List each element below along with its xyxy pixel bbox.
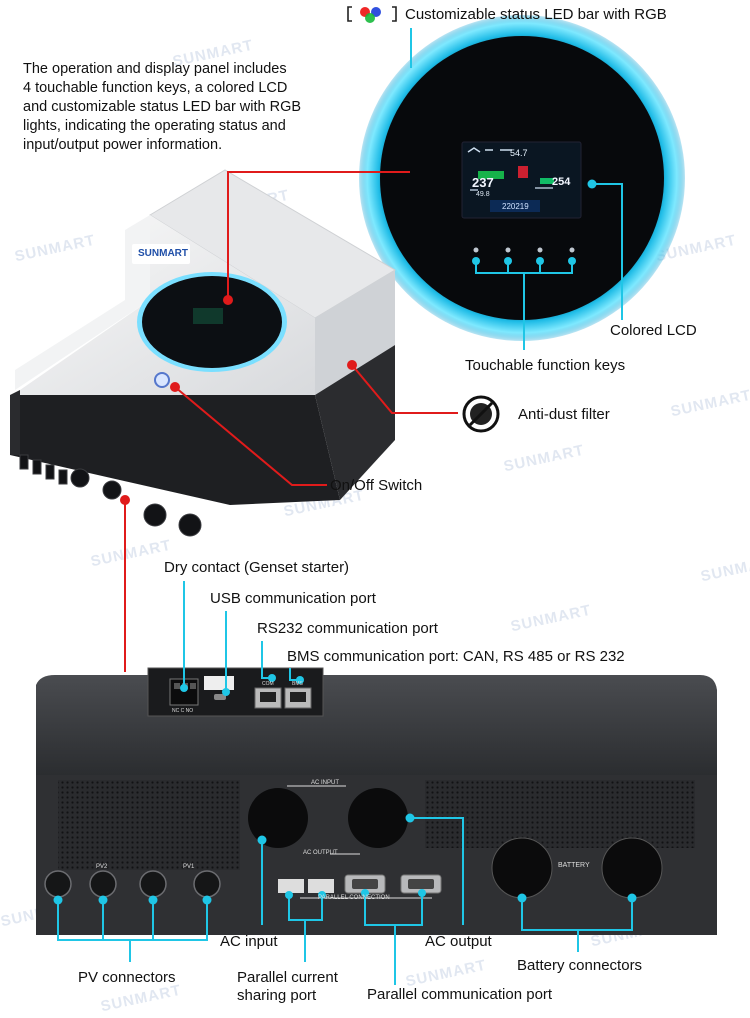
panel-pv2: PV2 xyxy=(96,864,108,870)
intro-paragraph: The operation and display panel includes… xyxy=(23,60,343,155)
intro-line: lights, indicating the operating status … xyxy=(23,118,286,134)
panel-com: COM xyxy=(262,681,274,687)
label-anti-dust: Anti-dust filter xyxy=(518,406,610,423)
label-function-keys: Touchable function keys xyxy=(465,357,626,374)
label-on-off-switch: On/Off Switch xyxy=(330,477,423,494)
anti-dust-icon xyxy=(462,395,500,433)
red-callouts xyxy=(124,171,458,672)
panel-ac-input: AC INPUT xyxy=(311,780,340,786)
label-battery-connectors: Battery connectors xyxy=(517,957,643,974)
label-pv-connectors: PV connectors xyxy=(78,969,176,986)
lcd-top-value: 54.7 xyxy=(510,148,528,158)
lcd-left-small: 49.8 xyxy=(476,191,490,198)
lcd-left-value: 237 xyxy=(472,175,494,190)
lcd-right-value: 254 xyxy=(552,176,571,188)
intro-line: and customizable status LED bar with RGB xyxy=(23,99,302,115)
panel-parallel-connection: PARALLEL CONNECTION xyxy=(318,895,390,901)
intro-line: input/output power information. xyxy=(23,137,223,153)
label-parallel-comm-port: Parallel communication port xyxy=(367,986,553,1003)
label-rs232-port: RS232 communication port xyxy=(257,620,438,637)
panel-pv1: PV1 xyxy=(183,864,195,870)
label-parallel-current: Parallel current xyxy=(237,969,338,986)
bottom-panel-photo xyxy=(36,667,717,935)
label-dry-contact: Dry contact (Genset starter) xyxy=(164,559,350,576)
device-logo: SUNMART xyxy=(138,248,188,259)
inverter-isometric xyxy=(10,169,396,537)
label-bms-port: BMS communication port: CAN, RS 485 or R… xyxy=(287,648,625,665)
panel-bms: BMS xyxy=(292,681,303,687)
display-panel-closeup xyxy=(359,15,685,341)
rgb-led-icon xyxy=(347,6,397,23)
label-colored-lcd: Colored LCD xyxy=(610,322,697,339)
panel-ac-output: AC OUTPUT xyxy=(303,850,338,856)
panel-battery: BATTERY xyxy=(558,862,590,869)
label-led-bar: Customizable status LED bar with RGB xyxy=(405,6,667,23)
label-ac-input: AC input xyxy=(220,933,278,950)
intro-line: The operation and display panel includes xyxy=(23,61,287,77)
label-usb-port: USB communication port xyxy=(210,590,376,607)
lcd-date: 220219 xyxy=(502,202,529,211)
label-parallel-current-port: sharing port xyxy=(237,987,317,1004)
label-ac-output: AC output xyxy=(425,933,492,950)
intro-line: 4 touchable function keys, a colored LCD xyxy=(23,80,288,96)
panel-dry: NC C NO xyxy=(172,708,194,714)
